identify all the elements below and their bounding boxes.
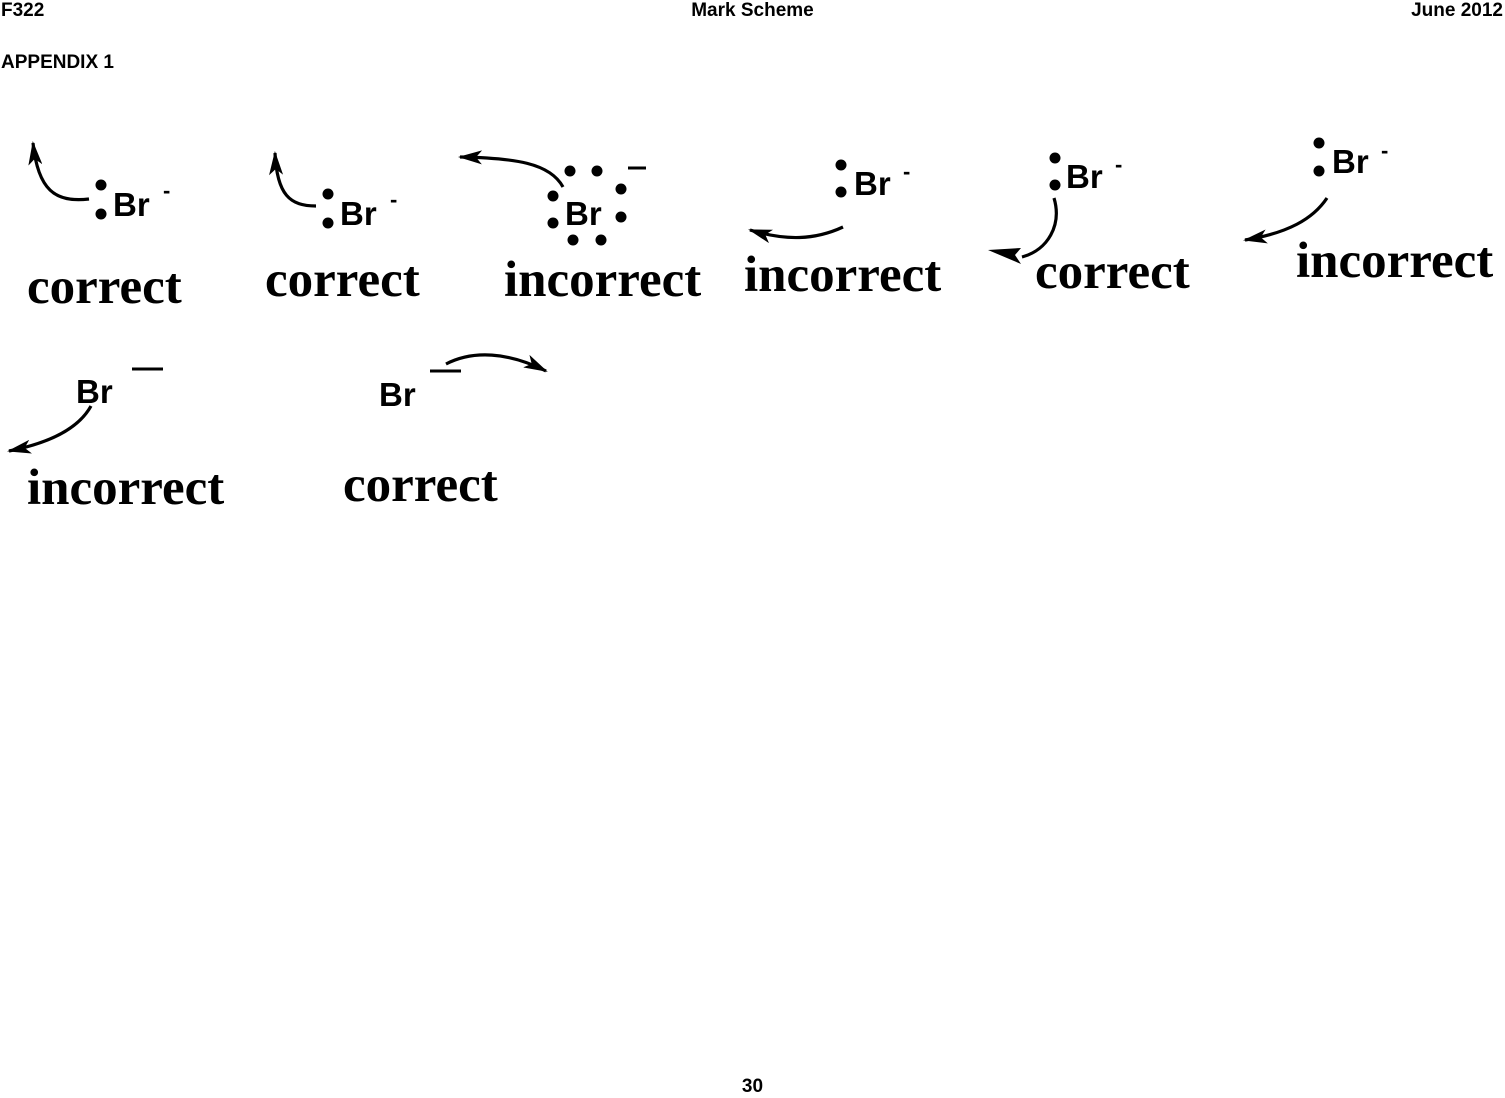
lone-pair-dot [615,183,627,195]
lone-pair-dot [1049,179,1061,191]
bromide-symbol: Br [340,195,377,232]
verdict-label: correct [1035,244,1190,300]
lone-pair-dot [567,234,579,246]
example-6: Br - incorrect [1243,137,1493,289]
lone-pair-dot [595,234,607,246]
curly-arrow [1243,197,1329,244]
charge-sign: - [163,178,170,203]
bromide-symbol: Br [854,165,891,202]
verdict-label: incorrect [744,247,941,303]
bromide-symbol: Br [565,195,602,232]
curly-arrow [748,225,844,244]
lone-pair-dot [615,211,627,223]
lone-pair-dot [95,179,107,191]
example-2: Br - correct [265,151,420,308]
lone-pair-dot [1313,137,1325,149]
lone-pair-dot [95,208,107,220]
curly-arrow [445,353,548,373]
header-paper-code: F322 [1,0,45,21]
charge-sign: - [903,159,910,184]
curly-arrow [1021,197,1058,259]
verdict-label: correct [343,457,498,513]
lone-pair-dot [835,186,847,198]
lone-pair-dot [1049,152,1061,164]
lone-pair-dot [564,165,576,177]
lone-pair-dot [547,190,559,202]
bromide-symbol: Br [379,376,416,413]
lone-pair-dot [591,165,603,177]
curly-arrow [7,405,93,454]
lone-pair-dot [835,159,847,171]
example-1: Br - correct [27,141,182,315]
lone-pair-dot [322,217,334,229]
example-7: Br incorrect [7,367,224,516]
charge-sign: - [1381,138,1388,163]
curly-arrow [28,141,90,202]
example-4: Br - incorrect [744,159,941,303]
curly-arrow [458,150,565,188]
lone-pair-dot [547,217,559,229]
verdict-label: correct [27,259,182,315]
bromide-symbol: Br [1332,143,1369,180]
example-5: Br - correct [988,152,1190,300]
bromide-symbol: Br [113,186,150,223]
charge-sign: - [390,187,397,212]
section-title: APPENDIX 1 [1,52,114,73]
curly-arrow [269,151,317,208]
verdict-label: correct [265,252,420,308]
curly-arrow-head [988,248,1021,264]
header-document-title: Mark Scheme [691,0,814,21]
bromide-symbol: Br [76,373,113,410]
verdict-label: incorrect [504,252,701,308]
bromide-symbol: Br [1066,158,1103,195]
page-number: 30 [741,1076,764,1097]
lone-pair-dot [322,188,334,200]
charge-sign: - [1115,152,1122,177]
example-8: Br correct [343,353,548,513]
verdict-label: incorrect [27,460,224,516]
example-3: Br incorrect [458,150,701,308]
lone-pair-dot [1313,165,1325,177]
verdict-label: incorrect [1296,233,1493,289]
header-exam-session: June 2012 [1411,0,1503,21]
